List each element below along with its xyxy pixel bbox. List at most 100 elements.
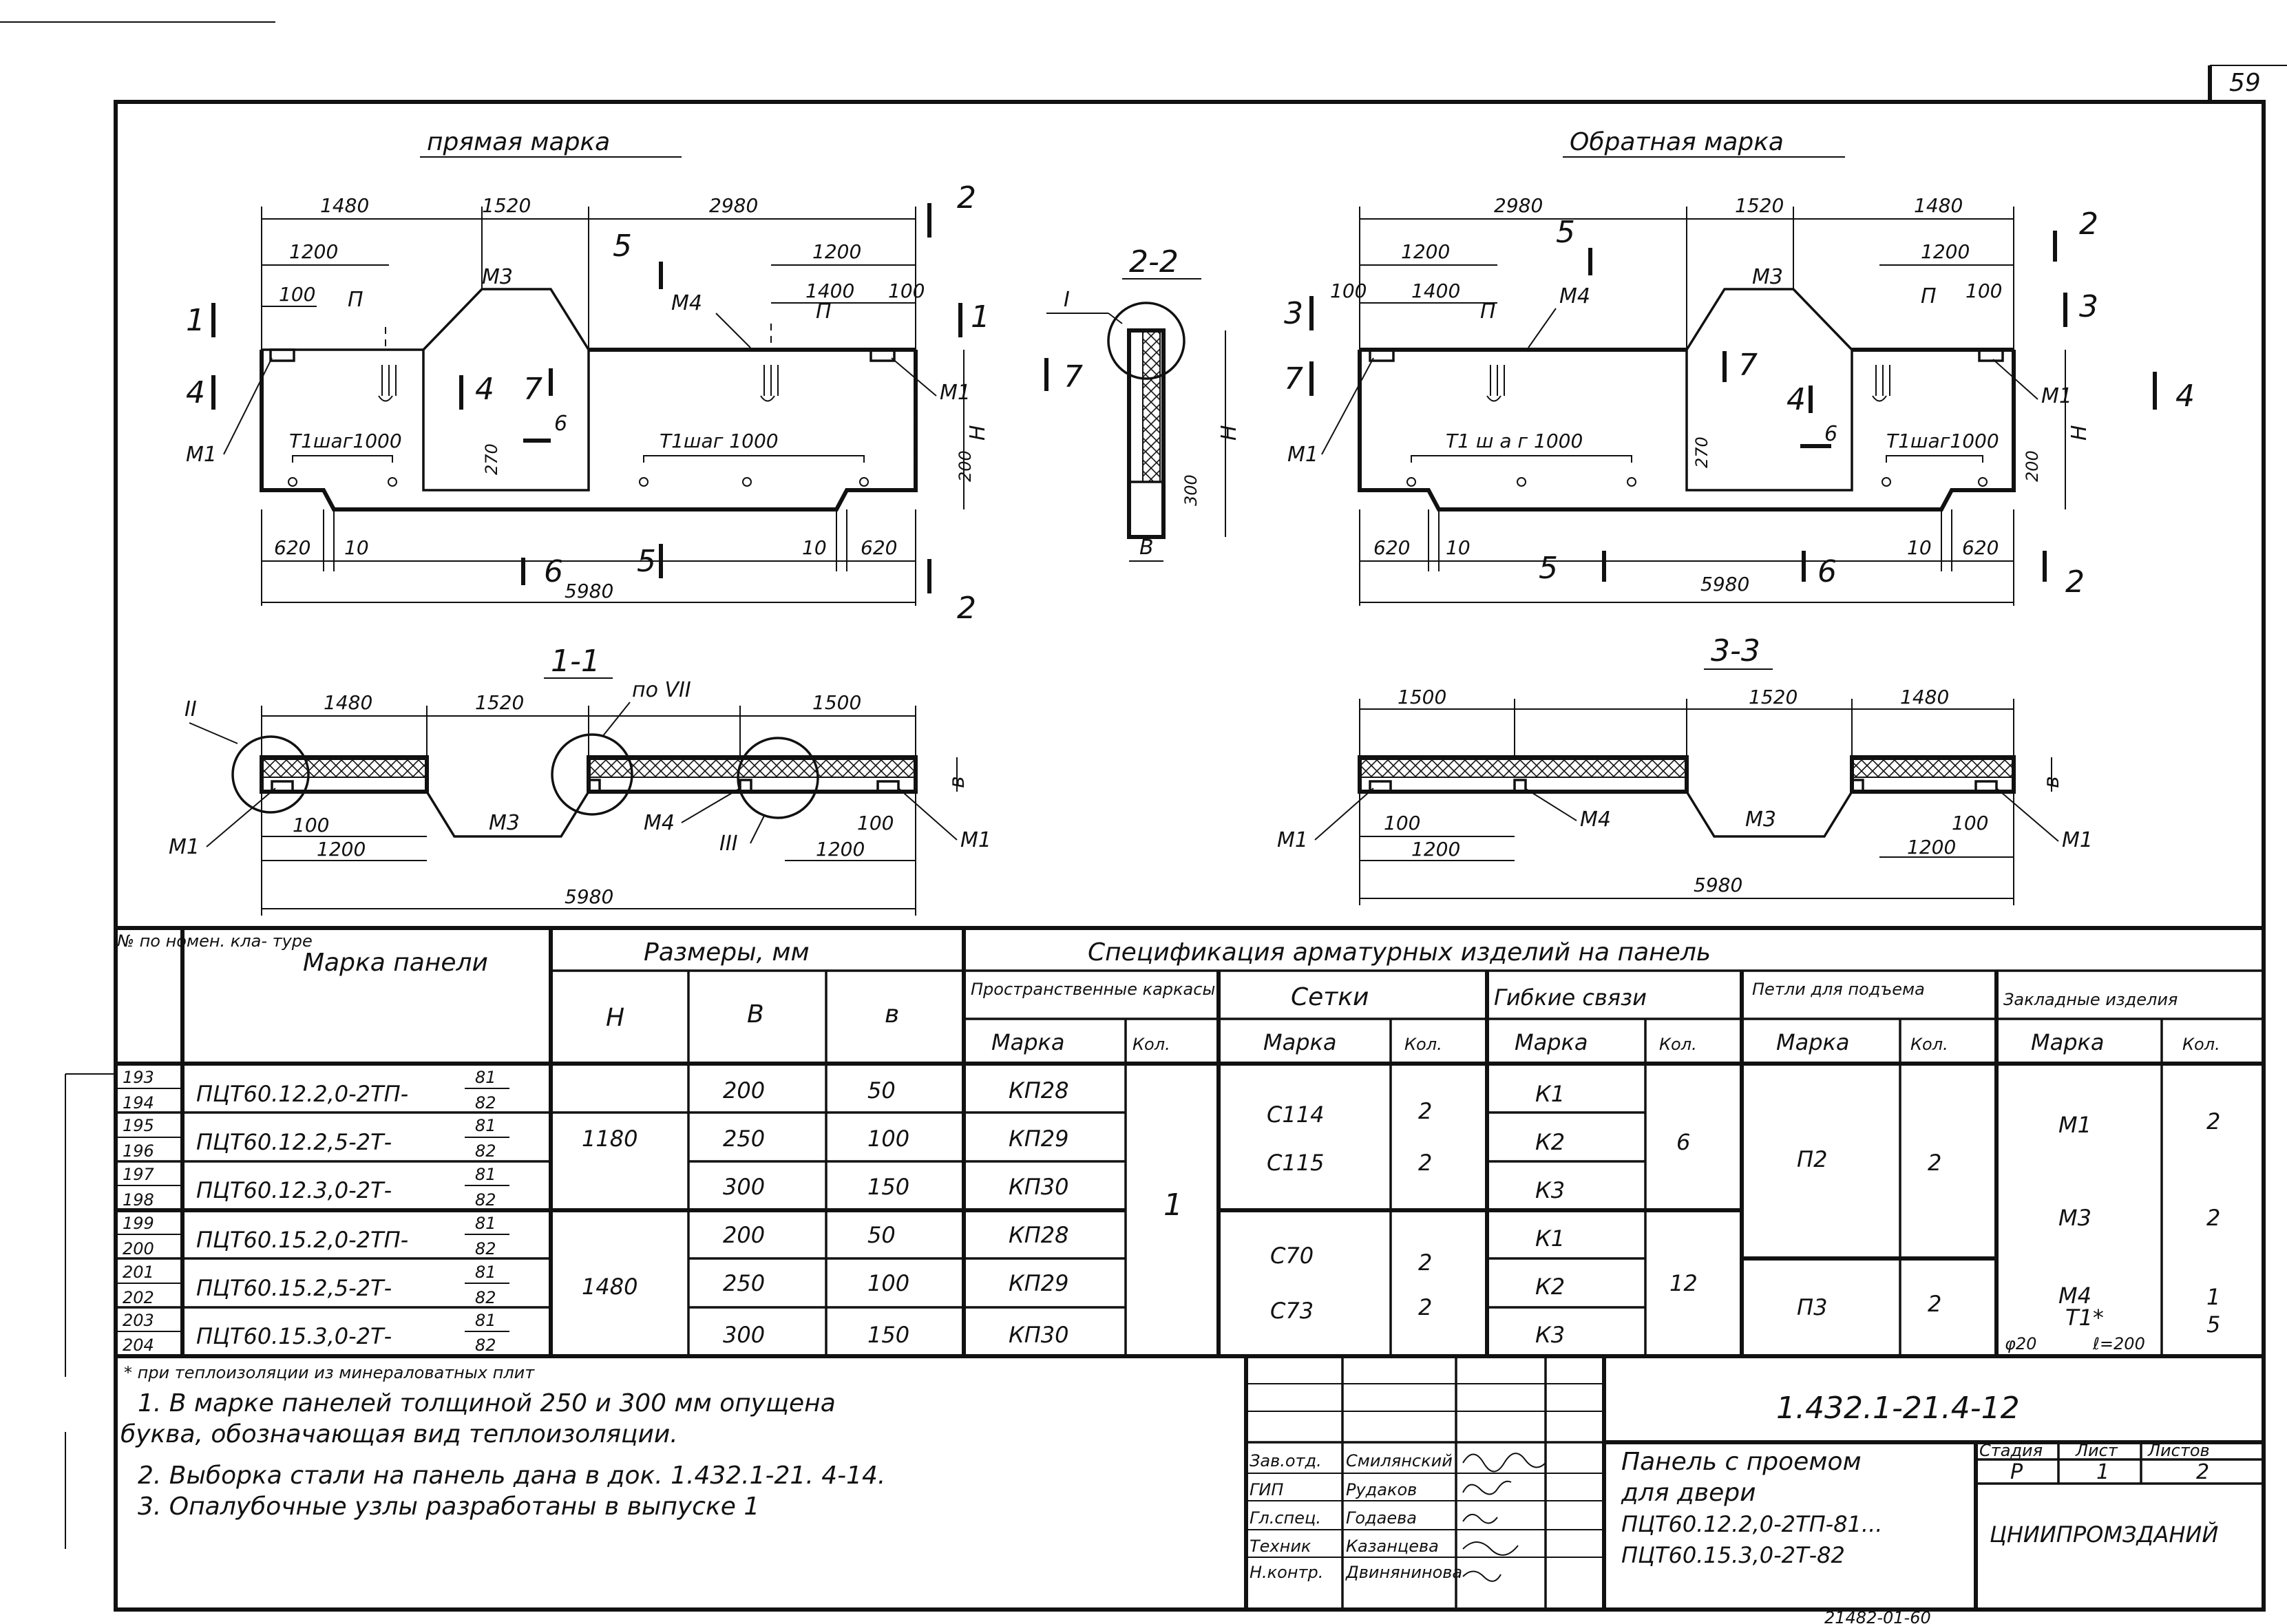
cell-emb-M1: М1 [2058,1112,2091,1138]
dim-620-right: 620 [861,536,897,559]
svg-text:ПЦТ60.12.2,0-2ТП-: ПЦТ60.12.2,0-2ТП- [196,1081,408,1107]
cell-H-1480: 1480 [582,1274,637,1300]
stamp-role-row: Техник Казанцева [1250,1537,1439,1556]
rev-label-M1-left: М1 [1287,443,1318,467]
svg-text:195: 195 [123,1116,154,1135]
svg-text:КП30: КП30 [1009,1174,1069,1200]
svg-text:81: 81 [475,1116,496,1135]
stamp-title-4: ПЦТ60.15.3,0-2Т-82 [1621,1542,1845,1568]
hdr-ties-kol: Кол. [1659,1035,1697,1054]
section-3-3: 3-3 1500 1520 1480 100 1200 100 1200 598… [1277,633,2093,905]
cell-emb-T1-qty: 5 [2206,1311,2220,1338]
s11-node-III: III [719,832,738,856]
hdr-frames-kol: Кол. [1132,1035,1170,1054]
stamp-sheets: 2 [2196,1460,2209,1484]
stamp-sheets-h: Листов [2147,1441,2210,1460]
svg-text:К3: К3 [1535,1322,1565,1348]
label-M1-left: М1 [186,443,217,467]
svg-text:50: 50 [867,1077,896,1104]
rev-dim-1520: 1520 [1735,194,1784,217]
cell-emb-T1: Т1* [2065,1305,2104,1331]
reverse-mark-view: Обратная марка 2980 1520 1480 1200 1200 … [1284,128,2195,606]
rev-dim-1400: 1400 [1411,280,1460,302]
svg-text:81: 81 [475,1165,496,1184]
svg-text:150: 150 [867,1322,909,1348]
svg-text:250: 250 [723,1270,765,1296]
rev-dim-200: 200 [2023,450,2042,482]
dim-100-right: 100 [888,280,925,302]
svg-text:200: 200 [123,1239,154,1258]
s11-label-M4: М4 [644,811,675,835]
rev-dim-10-left: 10 [1446,536,1471,559]
svg-text:82: 82 [475,1093,496,1112]
svg-text:150: 150 [867,1174,909,1200]
s33-dim-1200-left: 1200 [1411,838,1460,861]
cut-2-top: 2 [957,180,976,215]
rev-cut-7-left: 7 [1284,361,1303,397]
sheet-frame: 59 [0,21,2287,1612]
rev-cut-4-mid: 4 [1787,382,1806,417]
cell-mesh-C114: С114 [1267,1101,1324,1128]
s33-dim-100-left: 100 [1384,812,1420,834]
signature-mark [1462,1541,1519,1556]
cut-2-bottom: 2 [957,591,976,626]
table-row: 193 194 ПЦТ60.12.2,0-2ТП- 81 82 200 50 К… [123,1068,1565,1112]
svg-text:82: 82 [475,1288,496,1307]
svg-text:82: 82 [475,1190,496,1210]
direct-mark-title: прямая марка [427,128,610,156]
cut-7-left: 7 [523,372,542,407]
svg-text:Казанцева: Казанцева [1346,1537,1439,1556]
cell-mesh-qty-4: 2 [1418,1294,1432,1320]
rev-dim-5980: 5980 [1700,573,1749,595]
note-star: * при теплоизоляции из минераловатных пл… [124,1363,535,1382]
reverse-mark-title: Обратная марка [1570,128,1784,156]
rev-dim-270: 270 [1692,436,1711,468]
rev-dim-620-right: 620 [1962,536,1999,559]
page-number: 59 [2229,69,2261,97]
stamp-bottom-code: 21482-01-60 [1824,1608,1931,1624]
cell-mesh-qty-1: 2 [1418,1098,1432,1124]
rev-cut-6-bottom: 6 [1817,554,1837,589]
svg-text:81: 81 [475,1263,496,1282]
svg-text:300: 300 [723,1174,765,1200]
rev-cut-3-right: 3 [2079,289,2098,324]
svg-text:200: 200 [723,1222,765,1248]
dim-10-left: 10 [344,536,369,559]
stamp-role-row: Зав.отд. Смилянский [1250,1451,1453,1470]
svg-text:194: 194 [123,1093,154,1112]
rev-dim-H: H [2067,425,2091,441]
section-1-1: 1-1 1480 1520 1500 100 1200 100 1200 598… [169,644,991,916]
signature-mark [1462,1480,1512,1495]
section-2-2: 2-2 I H 300 В [1046,244,1241,562]
svg-text:50: 50 [867,1222,896,1248]
svg-text:202: 202 [123,1288,154,1307]
svg-text:82: 82 [475,1336,496,1355]
hdr-embeds-kol: Кол. [2182,1035,2220,1054]
signature-mark [1462,1514,1498,1524]
dim-10-right: 10 [802,536,827,559]
svg-text:Гл.спец.: Гл.спец. [1250,1508,1321,1528]
dim-5980: 5980 [565,580,613,602]
svg-text:250: 250 [723,1126,765,1152]
section-3-3-title: 3-3 [1711,633,1760,668]
dim-200: 200 [956,450,975,482]
svg-text:196: 196 [123,1141,154,1161]
stamp-role-row: Н.контр. Двинянинова [1250,1563,1462,1582]
cell-emb-M3-qty: 2 [2206,1205,2220,1231]
svg-text:К1: К1 [1535,1081,1565,1107]
hdr-meshes-marka: Марка [1263,1029,1336,1055]
s11-dim-1480: 1480 [324,691,372,714]
s11-dim-100-right: 100 [857,812,894,834]
svg-text:КП29: КП29 [1009,1126,1069,1152]
note-3: 3. Опалубочные узлы разработаны в выпуск… [138,1493,759,1521]
dim-1520: 1520 [482,194,531,217]
s11-dim-1200-right: 1200 [816,838,865,861]
stamp-stage: Р [2010,1460,2023,1484]
dim-1200-left: 1200 [289,240,338,263]
stamp-role-row: Гл.спец. Годаева [1250,1508,1417,1528]
cell-loop-P2: П2 [1797,1146,1827,1172]
svg-text:82: 82 [475,1141,496,1161]
hdr-spec: Спецификация арматурных изделий на панел… [1088,938,1711,967]
section-1-1-title: 1-1 [551,644,600,679]
svg-text:ПЦТ60.15.2,5-2Т-: ПЦТ60.15.2,5-2Т- [196,1275,392,1301]
